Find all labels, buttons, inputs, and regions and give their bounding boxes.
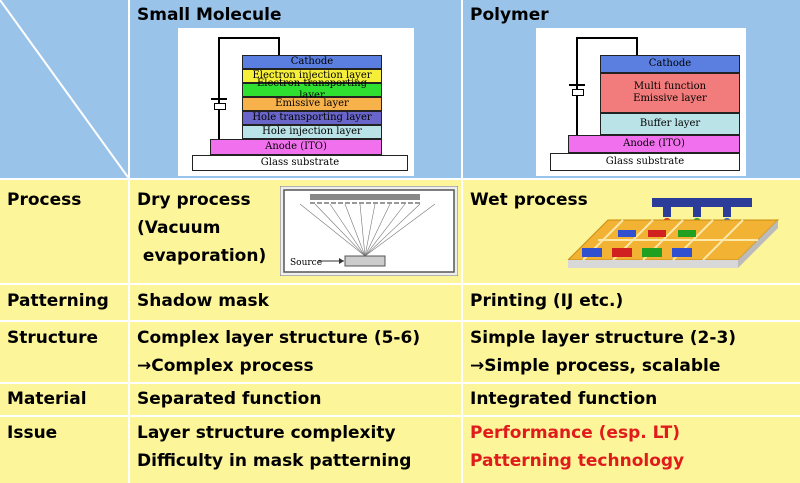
row-label-patterning: Patterning	[0, 285, 130, 322]
process-pol-text: Wet process	[470, 190, 588, 210]
issue-pol-line-1: Performance (esp. LT)	[470, 423, 680, 443]
process-sm-line-2: (Vacuum	[137, 218, 221, 238]
small-molecule-stack-diagram: Cathode Electron injection layer Electro…	[178, 28, 414, 176]
vacuum-evaporation-diagram: Source	[280, 186, 458, 276]
corner-diagonal	[0, 0, 128, 178]
patterning-polymer: Printing (IJ etc.)	[463, 285, 800, 322]
process-polymer: Wet process	[463, 180, 800, 285]
structure-small-molecule: Complex layer structure (5-6) →Complex p…	[130, 322, 463, 384]
sm-layer-hole-injection: Hole injection layer	[242, 125, 382, 139]
structure-sm-line-2: →Complex process	[137, 356, 314, 376]
small-molecule-header-cell: Small Molecule Cathode Electron injectio…	[130, 0, 463, 180]
process-small-molecule: Dry process (Vacuum evaporation)	[130, 180, 463, 285]
pol-layer-buffer: Buffer layer	[600, 113, 740, 135]
issue-polymer: Performance (esp. LT) Patterning technol…	[463, 417, 800, 483]
material-small-molecule: Separated function	[130, 384, 463, 417]
sm-layer-cathode: Cathode	[242, 55, 382, 69]
issue-sm-line-2: Difficulty in mask patterning	[137, 451, 412, 471]
structure-polymer: Simple layer structure (2-3) →Simple pro…	[463, 322, 800, 384]
process-sm-line-1: Dry process	[137, 190, 251, 210]
pol-layer-cathode: Cathode	[600, 55, 740, 73]
row-label-issue: Issue	[0, 417, 130, 483]
evap-source-label: Source	[290, 258, 322, 268]
polymer-stack-diagram: Cathode Multi function Emissive layer Bu…	[536, 28, 746, 176]
sm-layer-electron-injection: Electron injection layer	[242, 69, 382, 83]
sm-layer-electron-transporting: Electron transporting layer	[242, 78, 382, 101]
row-label-structure: Structure	[0, 322, 130, 384]
sm-layer-anode: Anode (ITO)	[210, 139, 382, 155]
issue-small-molecule: Layer structure complexity Difficulty in…	[130, 417, 463, 483]
structure-sm-line-1: Complex layer structure (5-6)	[137, 328, 421, 348]
pol-layer-glass-substrate: Glass substrate	[550, 153, 740, 171]
sm-layer-hole-transporting: Hole transporting layer	[242, 111, 382, 125]
small-molecule-header: Small Molecule	[137, 5, 282, 25]
material-polymer: Integrated function	[463, 384, 800, 417]
row-label-material: Material	[0, 384, 130, 417]
row-label-process: Process	[0, 180, 130, 285]
patterning-small-molecule: Shadow mask	[130, 285, 463, 322]
pol-layer-multi-function-emissive: Multi function Emissive layer	[600, 73, 740, 113]
corner-cell	[0, 0, 130, 180]
inkjet-printing-diagram	[568, 198, 780, 268]
issue-pol-line-2: Patterning technology	[470, 451, 685, 471]
structure-pol-line-1: Simple layer structure (2-3)	[470, 328, 737, 348]
polymer-header-cell: Polymer Cathode Multi function Emissive …	[463, 0, 800, 180]
issue-sm-line-1: Layer structure complexity	[137, 423, 396, 443]
polymer-header: Polymer	[470, 5, 549, 25]
sm-layer-glass-substrate: Glass substrate	[192, 155, 408, 171]
structure-pol-line-2: →Simple process, scalable	[470, 356, 721, 376]
pol-layer-anode: Anode (ITO)	[568, 135, 740, 153]
sm-layer-emissive: Emissive layer	[242, 97, 382, 111]
process-sm-line-3: evaporation)	[137, 246, 267, 266]
